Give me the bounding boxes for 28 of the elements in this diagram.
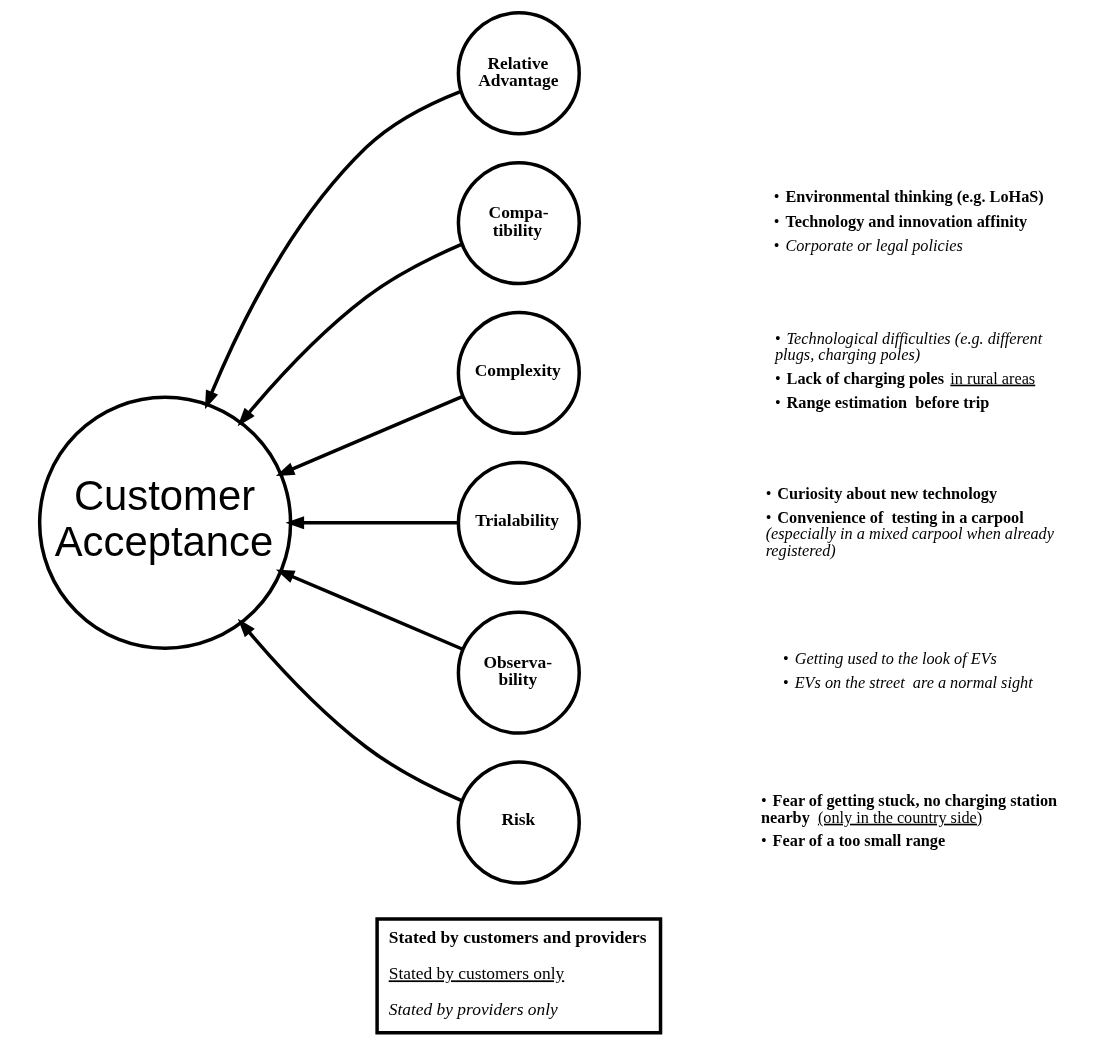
node-circle: Relative Advantage	[456, 11, 581, 136]
arrow	[237, 618, 463, 803]
node-label: • Technological difficulties (e.g. different plugs, charging poles)	[774, 330, 1042, 365]
node-circle: Risk	[456, 760, 581, 885]
arrow	[275, 394, 463, 477]
legend-label: Stated by providers only	[388, 999, 558, 1020]
node-label: • Getting used to the look of EVs	[782, 649, 997, 668]
node-label: • Environmental thinking (e.g. LoHaS)	[773, 188, 1044, 207]
node-label: • Technology and innovation affinity	[773, 212, 1027, 231]
legend-label: Stated by customers only	[388, 963, 564, 984]
node-label: • Corporate or legal policies	[773, 237, 963, 256]
node-circle: Compa- tibility	[456, 160, 581, 286]
node-label: • Fear of getting stuck, no charging station nearby (only in the country side)	[760, 792, 1057, 827]
node-circle: Complexity	[456, 310, 581, 436]
node-circle: Trialability	[456, 460, 581, 585]
arrow	[204, 89, 462, 410]
arrow	[275, 569, 463, 651]
node-label: • Fear of a too small range	[760, 831, 945, 850]
arrow	[285, 516, 458, 530]
node-label: • EVs on the street are a normal sight	[782, 673, 1033, 692]
node-circle: Customer Acceptance	[37, 395, 292, 650]
node-label: • Range estimation before trip	[774, 394, 989, 413]
node-label: • Convenience of testing in a carpool (especially in a mixed carpool when already registered)	[765, 509, 1054, 560]
node-circle: Observa- bility	[456, 610, 581, 735]
legend-label: Stated by customers and providers	[388, 927, 647, 948]
node-label: • Curiosity about new technology	[765, 484, 997, 503]
arrow	[237, 242, 463, 427]
node-label: • Lack of charging poles in rural areas	[774, 369, 1035, 388]
